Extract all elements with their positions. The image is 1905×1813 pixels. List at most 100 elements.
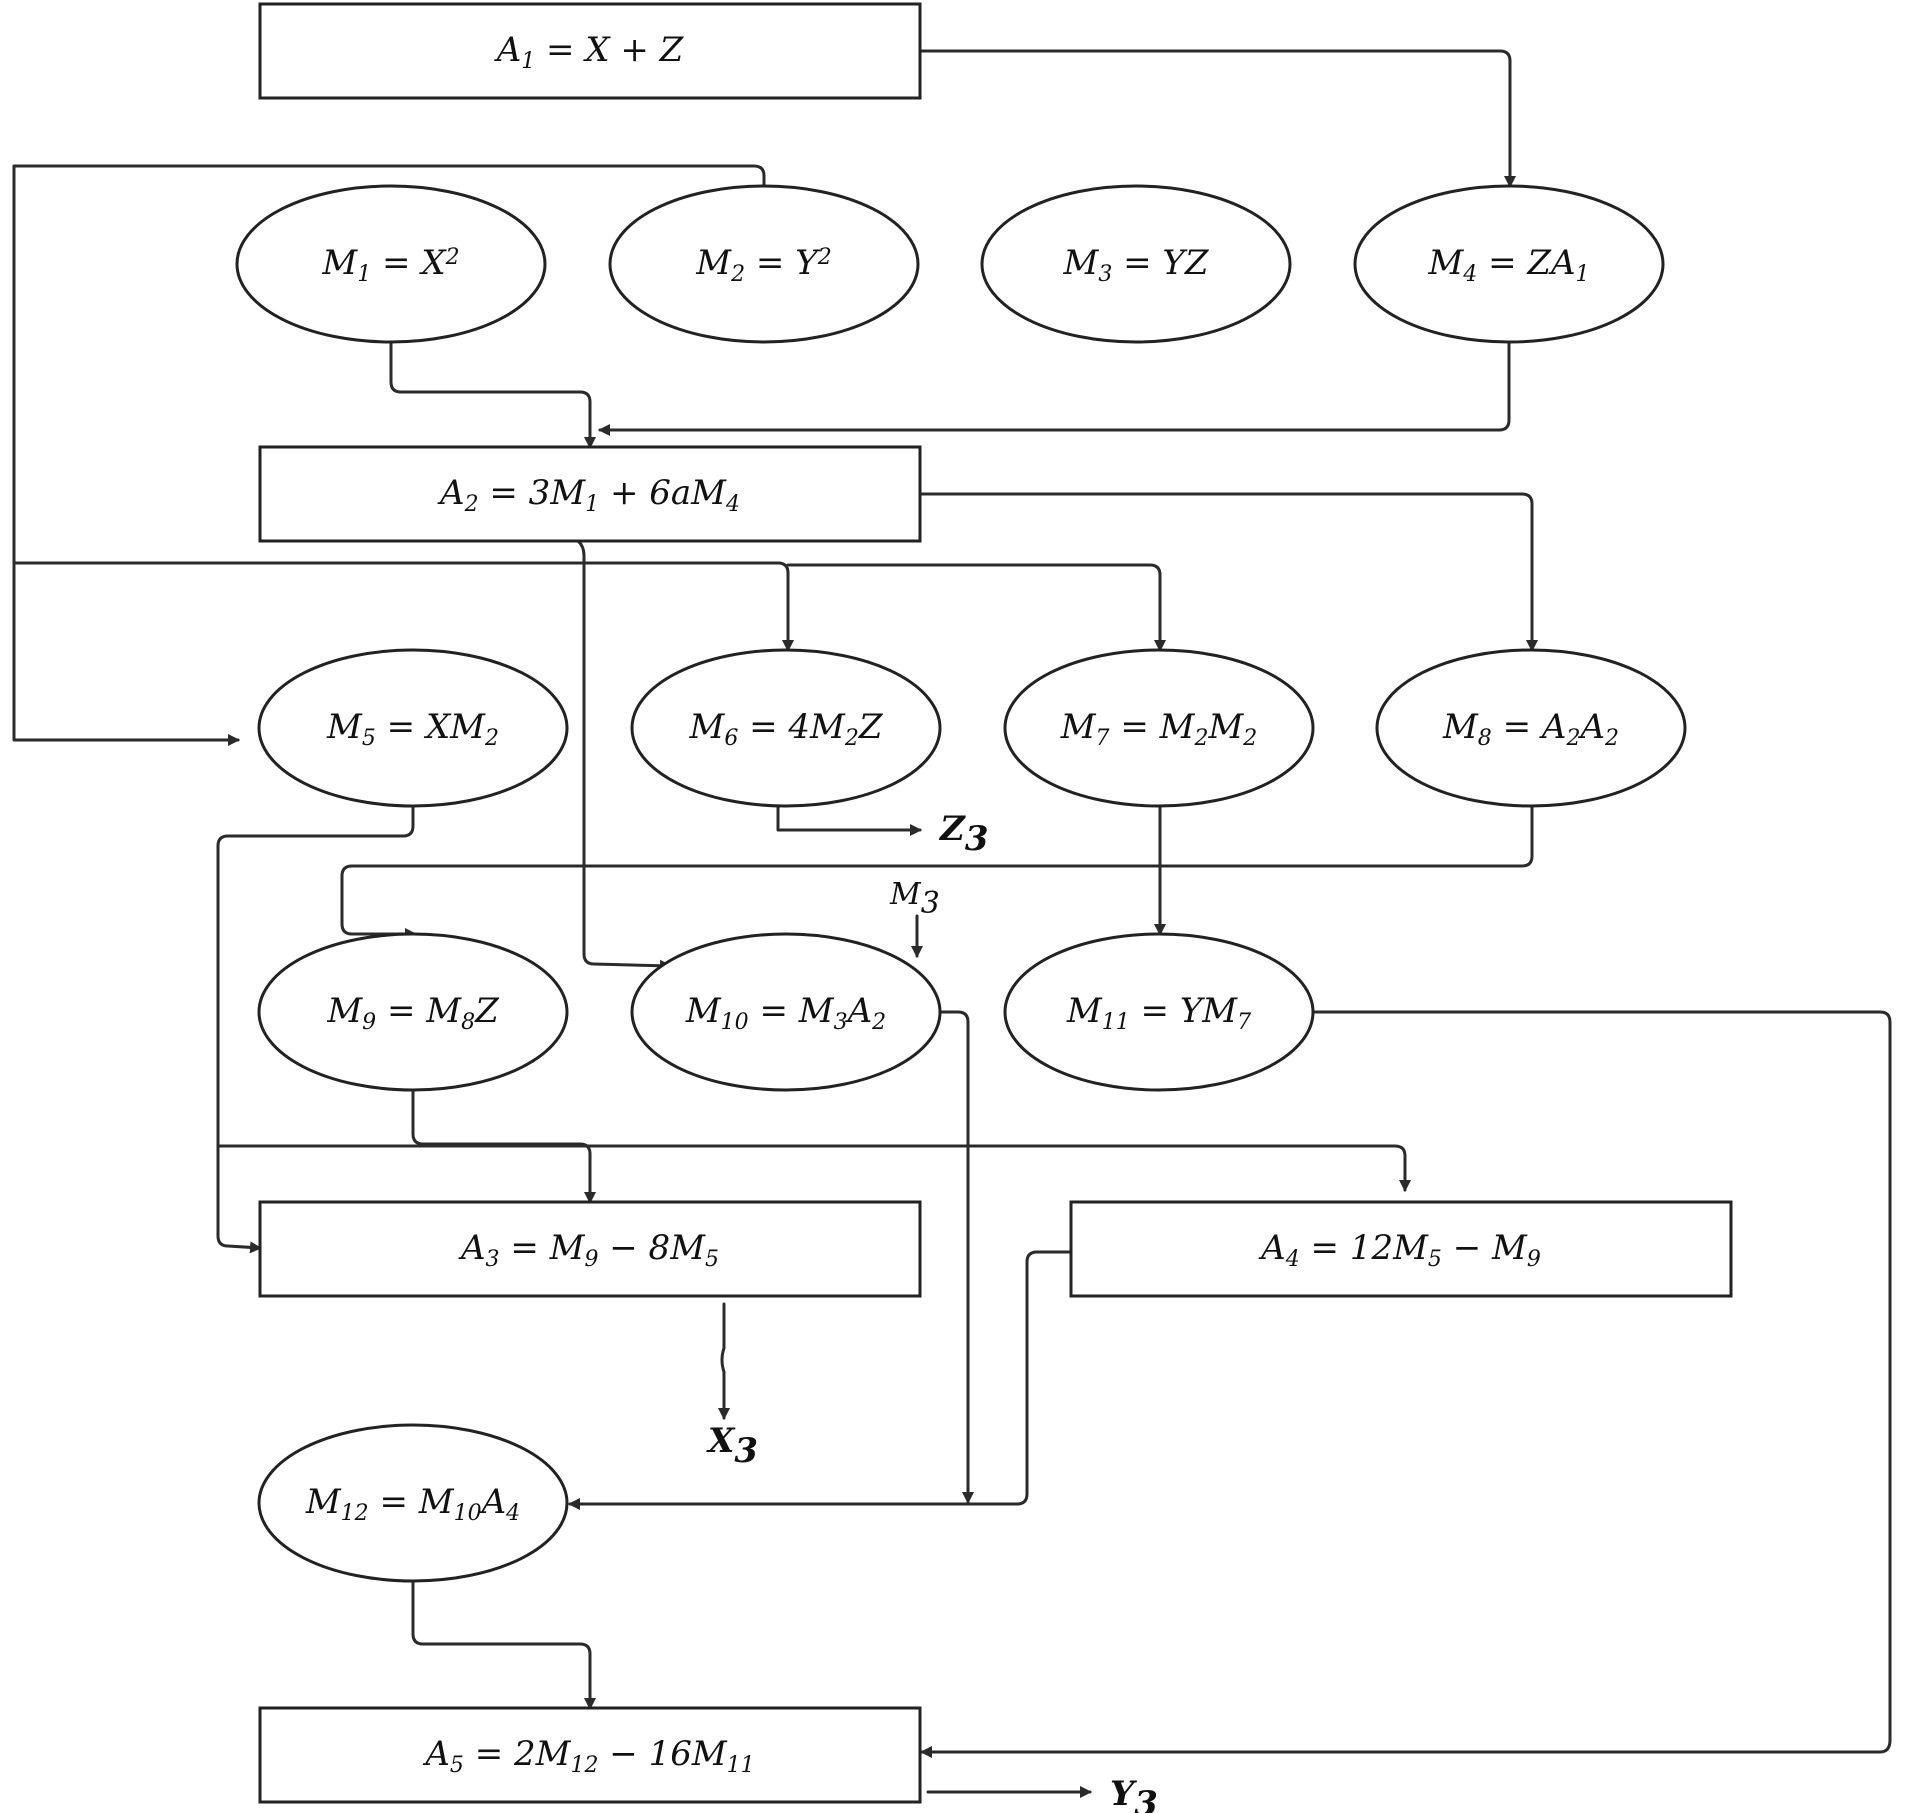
edge-a2-m8 [918,492,1538,652]
node-m2-ellipse [608,184,920,344]
label-token: 6 [724,726,738,751]
label-token: A [479,1482,507,1522]
input-m3-label: M3 [889,877,940,921]
node-a5-box [258,1706,922,1804]
node-m8-label: M8 = A2A2 [1442,707,1619,751]
label-token: = 12M [1300,1228,1429,1268]
label-token: = M [749,991,835,1031]
label-token: = 4M [738,707,846,747]
label-token: 3 [834,1010,848,1035]
label-token: 3 [734,1431,758,1471]
label-token: 5 [362,726,376,751]
label-token: 2 [730,262,745,287]
label-token: 10 [721,1010,749,1035]
label-token: 2 [817,245,832,270]
edge-m5-a3 [216,804,415,1254]
label-token: = YZ [1112,243,1210,283]
label-token: Z [858,707,884,747]
label-token: A [458,1228,486,1268]
node-layer [235,2,1733,1804]
edge-a1-m4 [918,49,1516,188]
node-a2-box [258,445,922,543]
label-token: 3 [486,1247,500,1272]
label-token: 12 [341,1501,369,1526]
node-a4-label: A4 = 12M5 − M9 [1258,1228,1541,1272]
edge-m9-a4 [216,1144,1411,1192]
node-m3-label: M3 = YZ [1062,243,1209,287]
label-token: 3 [921,886,940,921]
label-token: 10 [454,1501,482,1526]
label-token: M [321,243,358,283]
edge-m9-a3 [411,1088,596,1204]
label-token: 5 [705,1247,719,1272]
label-token: = Y [745,243,821,283]
node-m7-label: M7 = M2M2 [1060,707,1258,751]
label-token: 2 [871,1010,886,1035]
label-token: = 2M [464,1734,572,1774]
label-token: 11 [727,1753,755,1778]
label-token: Z [474,991,500,1031]
node-m9-ellipse [257,932,569,1092]
label-token: A [494,30,522,70]
edge-m2-m7 [786,563,1166,652]
node-m10-ellipse [630,932,942,1092]
label-token: A [1258,1228,1286,1268]
label-token: 9 [362,1010,376,1035]
label-token: 1 [585,492,599,517]
label-token: 2 [1604,726,1619,751]
label-token: 4 [1462,262,1477,287]
edge-a3-x3 [718,1302,730,1420]
label-token: 5 [450,1753,464,1778]
label-token: X [706,1421,736,1461]
label-token: 7 [1237,1010,1251,1035]
edge-m8-m9 [340,804,1534,940]
label-token: 8 [461,1010,475,1035]
connector-layer [12,49,1892,1798]
node-m12-label: M12 = M10A4 [305,1482,520,1526]
edge-a4-m12 [568,1250,1073,1510]
node-m12-ellipse [257,1423,569,1583]
label-token: + 6aM [599,473,727,513]
output-z3-label: Z3 [938,809,989,859]
label-token: Z [938,809,966,849]
label-token: 2 [1565,726,1580,751]
label-token: A [422,1734,450,1774]
label-token: Y [1110,1774,1137,1813]
label-token: 2 [484,726,499,751]
node-m7-ellipse [1003,648,1315,808]
label-token: 12 [570,1753,598,1778]
label-token: 2 [445,245,460,270]
node-m8-ellipse [1375,648,1687,808]
label-token: M [1207,707,1244,747]
label-token: 4 [725,492,740,517]
edge-m6-z3 [776,804,922,836]
edge-m12-a5 [411,1579,596,1710]
label-token: M [695,243,732,283]
label-token: M [685,991,722,1031]
edge-m2-m6 [12,561,794,652]
label-token: 2 [844,726,859,751]
label-token: − 16M [598,1734,727,1774]
label-token: M [326,707,363,747]
node-m9-label: M9 = M8Z [326,991,500,1035]
label-token: 3 [1134,1784,1158,1813]
label-token: M [1062,243,1099,283]
label-token: 2 [1242,726,1257,751]
label-token: M [326,991,363,1031]
label-token: 3 [1098,262,1112,287]
label-token: = XM [376,707,486,747]
node-m4-label: M4 = ZA1 [1427,243,1589,287]
edge-a2-m10 [576,539,672,972]
label-token: 2 [464,492,479,517]
label-token: = 3M [479,473,587,513]
label-token: M [688,707,725,747]
label-token: = A [1492,707,1567,747]
node-a3-box [258,1200,922,1298]
label-token: M [1427,243,1464,283]
label-token: 4 [1285,1247,1300,1272]
node-m10-label: M10 = M3A2 [685,991,886,1035]
node-a1-box [258,2,922,100]
label-token: 5 [1428,1247,1442,1272]
